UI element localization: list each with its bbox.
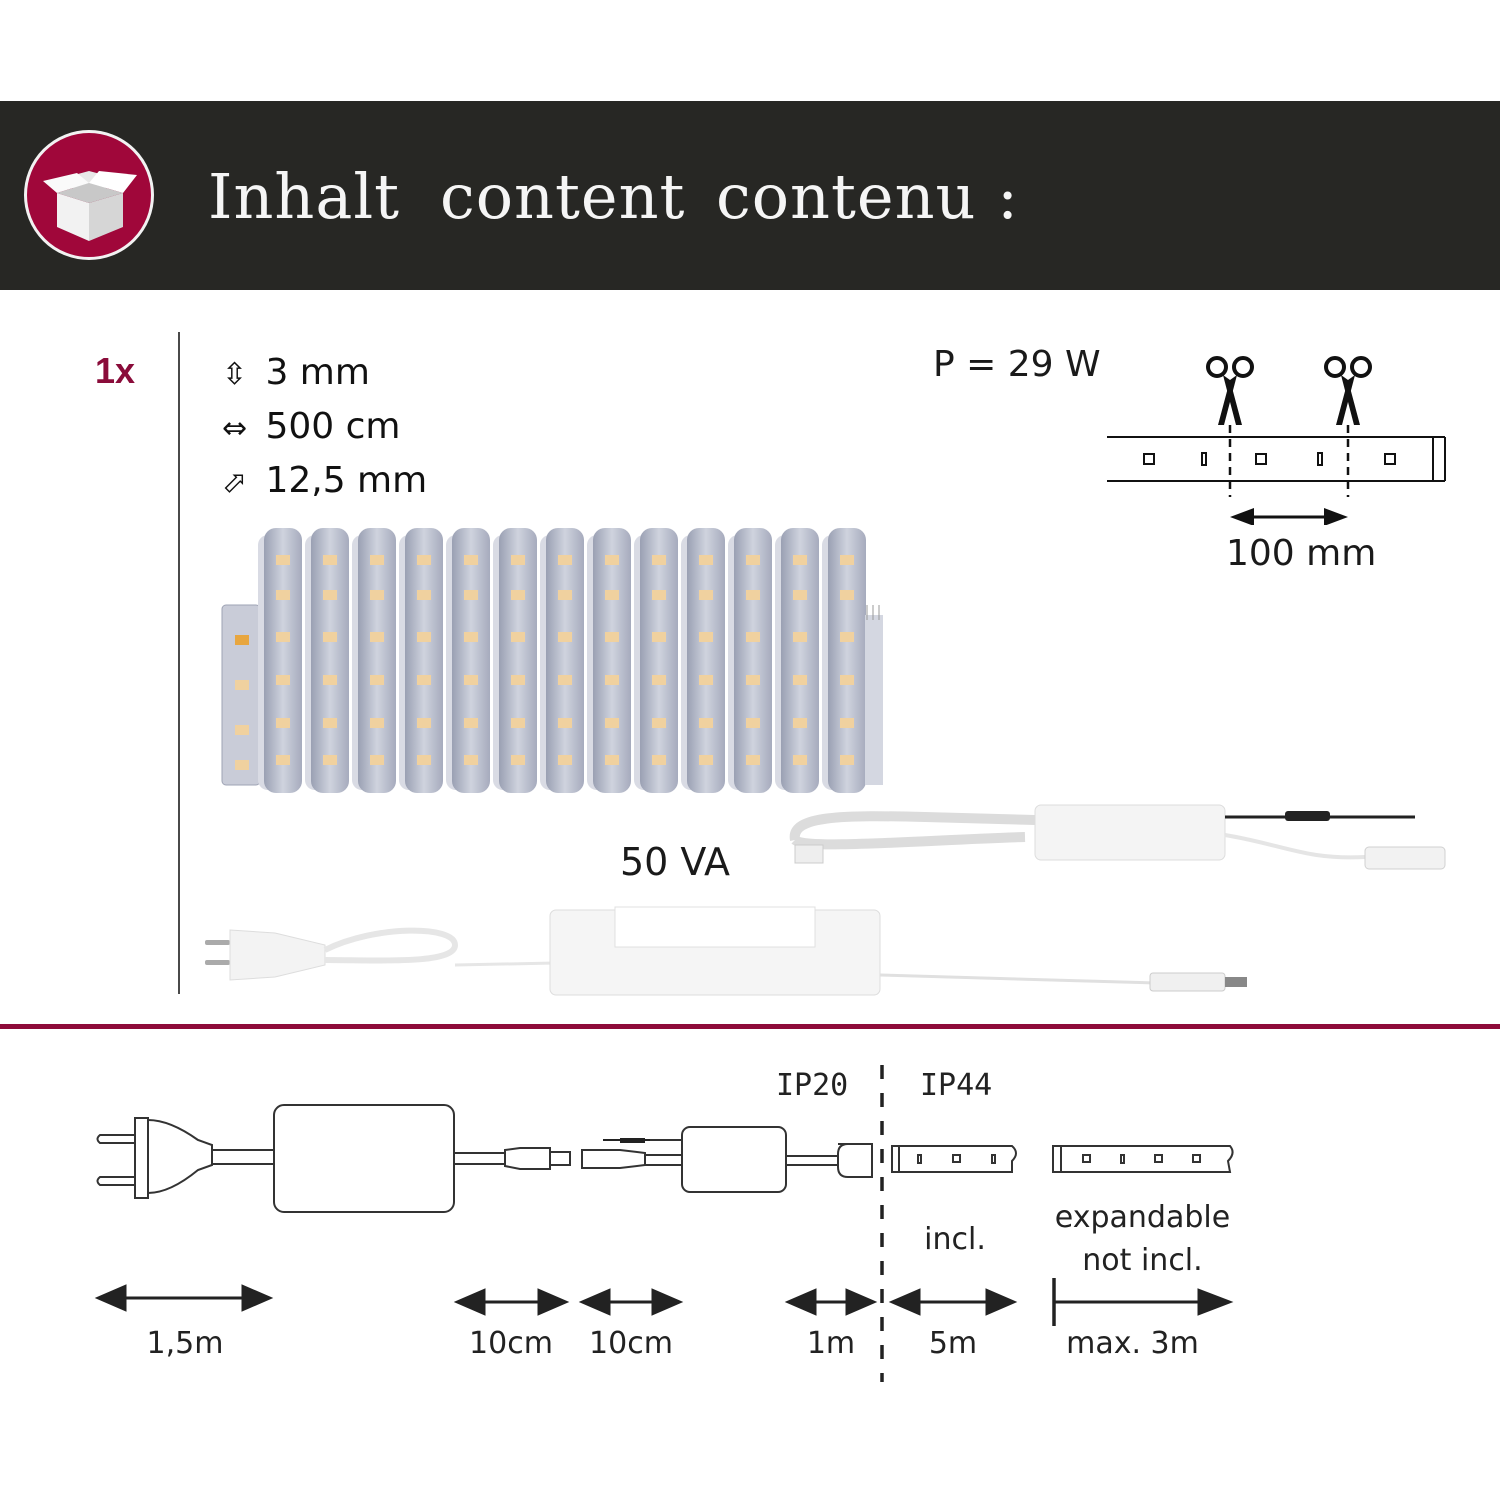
vertical-double-arrow-icon: ⇳ <box>222 356 248 392</box>
power-supply-box <box>273 1104 455 1213</box>
spec-length-value: 500 cm <box>265 406 401 447</box>
spec-height-value: 3 mm <box>265 352 370 393</box>
spec-length: ⇔ 500 cm <box>222 406 400 447</box>
spec-width-value: 12,5 mm <box>265 460 428 501</box>
open-box-icon <box>43 171 137 241</box>
power-supply-image <box>205 906 1247 996</box>
plug-icon <box>96 1134 135 1186</box>
length-psu-out: 10cm <box>469 1326 553 1361</box>
length-strip: 5m <box>928 1326 978 1361</box>
length-plug-cable: 1,5m <box>146 1326 224 1361</box>
length-extension: max. 3m <box>1066 1326 1199 1361</box>
title-french: contenu : <box>716 160 1020 233</box>
horizontal-double-arrow-icon: ⇔ <box>222 410 248 446</box>
title-german: Inhalt <box>208 160 401 233</box>
cut-interval-label: 100 mm <box>1226 533 1377 574</box>
diagonal-arrow-icon: ⬀ <box>222 464 248 500</box>
spec-height: ⇳ 3 mm <box>222 352 370 393</box>
badge <box>24 130 154 260</box>
ip20-label: IP20 <box>776 1068 849 1103</box>
section-divider <box>0 1024 1500 1029</box>
transformer-rating: 50 VA <box>620 840 730 884</box>
vertical-divider <box>178 332 180 994</box>
cut-diagram <box>1107 356 1446 525</box>
length-controller-in: 10cm <box>589 1326 673 1361</box>
scissors-icon <box>1324 356 1372 425</box>
title-english: content <box>440 160 686 233</box>
ip44-label: IP44 <box>920 1068 993 1103</box>
controller-box <box>681 1126 787 1193</box>
scissors-icon <box>1206 356 1254 425</box>
included-label: incl. <box>924 1222 986 1257</box>
controller-image <box>789 804 1446 870</box>
quantity-label: 1x <box>95 350 136 391</box>
wiring-diagram <box>94 1065 1234 1382</box>
power-label: P = 29 W <box>933 344 1101 385</box>
not-included-label: not incl. <box>1082 1243 1203 1278</box>
expandable-label: expandable <box>1054 1200 1231 1235</box>
length-controller-out: 1m <box>806 1326 856 1361</box>
header-bar <box>0 101 1500 290</box>
led-strip-image <box>221 528 883 793</box>
spec-width: ⬀ 12,5 mm <box>222 460 427 501</box>
